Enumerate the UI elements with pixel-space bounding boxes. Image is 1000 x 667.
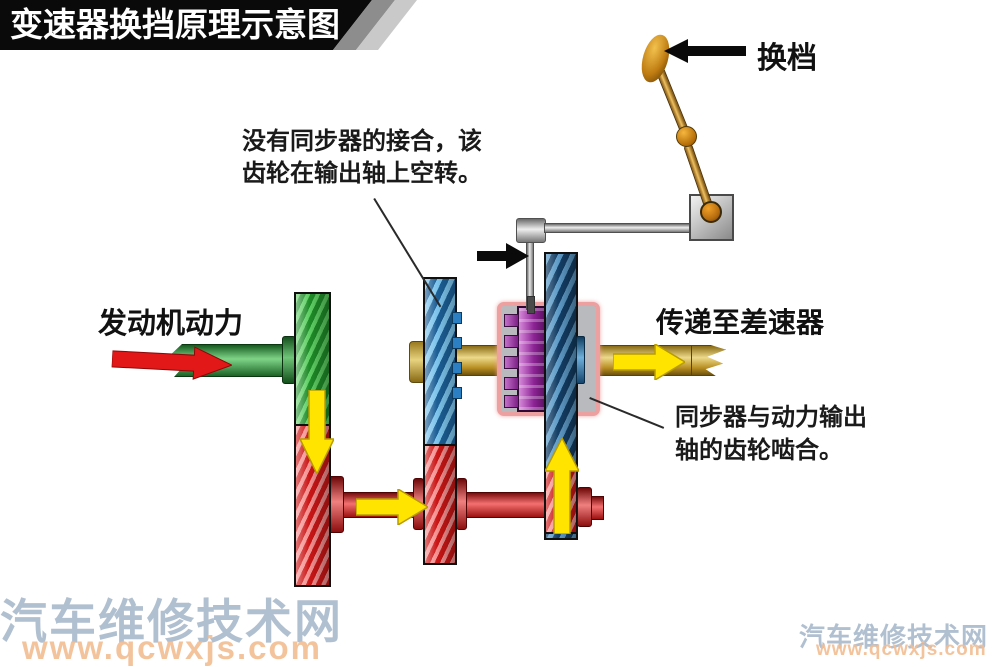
output-flow-arrow-icon bbox=[613, 344, 685, 380]
power-flow-down-arrow-icon bbox=[300, 390, 334, 474]
synchronizer-tooth bbox=[504, 335, 519, 348]
output-shaft-broken-end bbox=[692, 345, 726, 376]
watermark-site-name-large: 汽车维修技术网 bbox=[0, 595, 343, 648]
mesh-note: 同步器与动力输出 轴的齿轮啮合。 bbox=[675, 401, 867, 467]
watermark-site-url-small: www.qcwxjs.com bbox=[816, 639, 987, 660]
synchronizer-tooth bbox=[504, 395, 519, 408]
synchronizer-tooth bbox=[504, 377, 519, 390]
synchronizer-tooth bbox=[504, 314, 519, 327]
shift-direction-arrow-icon bbox=[664, 39, 746, 63]
fork-push-arrow-icon bbox=[477, 243, 529, 269]
idler-gear-dog-tooth bbox=[452, 362, 462, 374]
lever-ball-joint bbox=[676, 126, 697, 147]
to-differential-label: 传递至差速器 bbox=[656, 307, 825, 338]
shift-rod-sleeve bbox=[516, 218, 546, 243]
mesh-note-line1: 同步器与动力输出 bbox=[675, 404, 867, 431]
lever-pivot-joint bbox=[700, 201, 722, 223]
power-flow-up-arrow-icon bbox=[545, 438, 579, 534]
title-banner bbox=[0, 0, 372, 50]
counter-gear2-hub-right bbox=[456, 478, 467, 530]
engaged-gear-hub bbox=[576, 336, 585, 384]
counter-gear3-hub bbox=[577, 487, 592, 527]
shift-fork-tip bbox=[527, 296, 535, 314]
mesh-note-line2: 轴的齿轮啮合。 bbox=[675, 437, 843, 464]
watermark-site-url-large: www.qcwxjs.com bbox=[22, 629, 323, 666]
freewheel-note: 没有同步器的接合，该 齿轮在输出轴上空转。 bbox=[242, 126, 482, 190]
watermark-site-name-small: 汽车维修技术网 bbox=[799, 622, 989, 652]
engine-power-arrow-icon bbox=[111, 346, 233, 380]
mesh-note-leader-line bbox=[589, 397, 665, 429]
synchronizer-tooth bbox=[504, 356, 519, 369]
engine-power-label: 发动机动力 bbox=[98, 308, 244, 340]
page-title: 变速器换挡原理示意图 bbox=[10, 6, 340, 43]
synchronizer-sleeve bbox=[517, 306, 546, 412]
freewheel-note-line2: 齿轮在输出轴上空转。 bbox=[242, 160, 482, 187]
countershaft-flow-arrow-icon bbox=[356, 489, 428, 525]
idler-gear-dog-tooth bbox=[452, 387, 462, 399]
idler-gear-dog-tooth bbox=[452, 312, 462, 324]
freewheel-note-leader-line bbox=[373, 198, 442, 308]
counter-gear-2 bbox=[423, 444, 457, 565]
freewheel-note-line1: 没有同步器的接合，该 bbox=[242, 128, 482, 155]
shift-label: 换档 bbox=[757, 42, 817, 75]
idler-gear-dog-tooth bbox=[452, 337, 462, 349]
shift-linkage-rod bbox=[544, 223, 696, 233]
